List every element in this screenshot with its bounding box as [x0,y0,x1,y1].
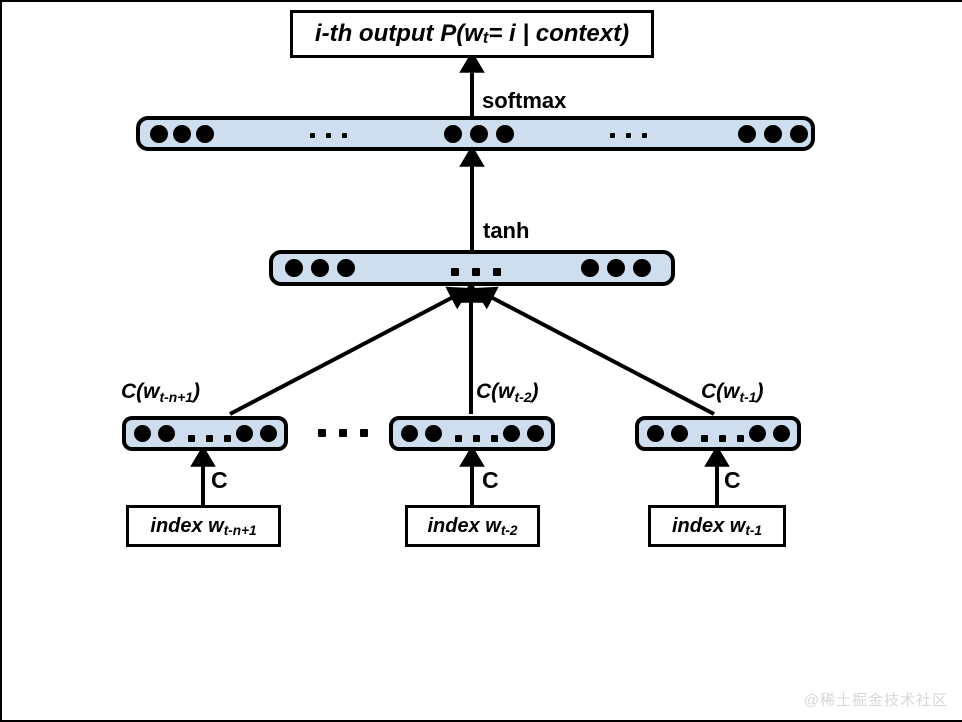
embedding-neuron-dot [503,425,520,442]
arrow-embed3-to-hidden [473,286,715,416]
projection-label-1: C [211,467,228,493]
output-neuron-dot [150,125,168,143]
embedding-neuron-dot [773,425,790,442]
embedding-label-3-subscript: t-1 [739,389,757,406]
output-ellipsis [610,133,647,138]
hidden-neuron-dot [311,259,329,277]
embedding-label-3-suffix: ) [756,380,764,403]
index-box-2-prefix: index w [427,514,501,537]
embedding-box-1 [122,416,288,451]
output-box-suffix: = i | context) [488,20,630,47]
index-box-2-subscript: t-2 [500,522,518,538]
embedding-label-1: C(wt-n+1) [121,380,200,406]
output-neuron-dot [196,125,214,143]
embedding-ellipsis [188,435,231,442]
index-box-3-subscript: t-1 [745,522,762,538]
embedding-label-2: C(wt-2) [476,380,539,406]
embedding-neuron-dot [260,425,277,442]
hidden-neuron-dot [285,259,303,277]
between-embeddings-ellipsis [318,429,368,437]
index-box-3-prefix: index w [672,514,746,537]
embedding-box-3 [635,416,801,451]
embedding-label-2-suffix: ) [531,380,539,403]
output-ellipsis [310,133,347,138]
hidden-layer-bar [269,250,675,286]
hidden-neuron-dot [607,259,625,277]
embedding-label-1-prefix: C(w [121,380,160,403]
embedding-label-3: C(wt-1) [701,380,764,406]
hidden-ellipsis [451,268,501,276]
embedding-label-3-prefix: C(w [701,380,740,403]
hidden-neuron-dot [633,259,651,277]
embedding-neuron-dot [134,425,151,442]
embedding-neuron-dot [647,425,664,442]
index-box-1-subscript: t-n+1 [223,522,257,538]
embedding-label-2-prefix: C(w [476,380,515,403]
embedding-neuron-dot [236,425,253,442]
embedding-neuron-dot [527,425,544,442]
hidden-neuron-dot [337,259,355,277]
output-neuron-dot [444,125,462,143]
output-neuron-dot [496,125,514,143]
embedding-box-2 [389,416,555,451]
output-box-subscript: t [482,29,489,48]
embedding-neuron-dot [158,425,175,442]
watermark: @稀土掘金技术社区 [803,692,948,709]
embedding-neuron-dot [425,425,442,442]
embedding-label-1-suffix: ) [193,380,200,403]
softmax-label: softmax [482,88,567,113]
embedding-neuron-dot [671,425,688,442]
projection-label-3: C [724,467,741,493]
tanh-label: tanh [483,218,530,243]
hidden-neuron-dot [581,259,599,277]
output-layer-bar [136,116,815,151]
embedding-ellipsis [701,435,744,442]
embedding-ellipsis [455,435,498,442]
output-neuron-dot [470,125,488,143]
projection-label-2: C [482,467,499,493]
index-box-1-prefix: index w [150,514,224,537]
embedding-neuron-dot [749,425,766,442]
output-neuron-dot [790,125,808,143]
embedding-label-2-subscript: t-2 [514,389,532,406]
embedding-neuron-dot [401,425,418,442]
output-neuron-dot [764,125,782,143]
output-box-prefix: i-th output P(w [314,20,483,47]
embedding-label-1-subscript: t-n+1 [159,389,194,406]
output-neuron-dot [173,125,191,143]
output-neuron-dot [738,125,756,143]
arrow-embed1-to-hidden [229,286,471,416]
